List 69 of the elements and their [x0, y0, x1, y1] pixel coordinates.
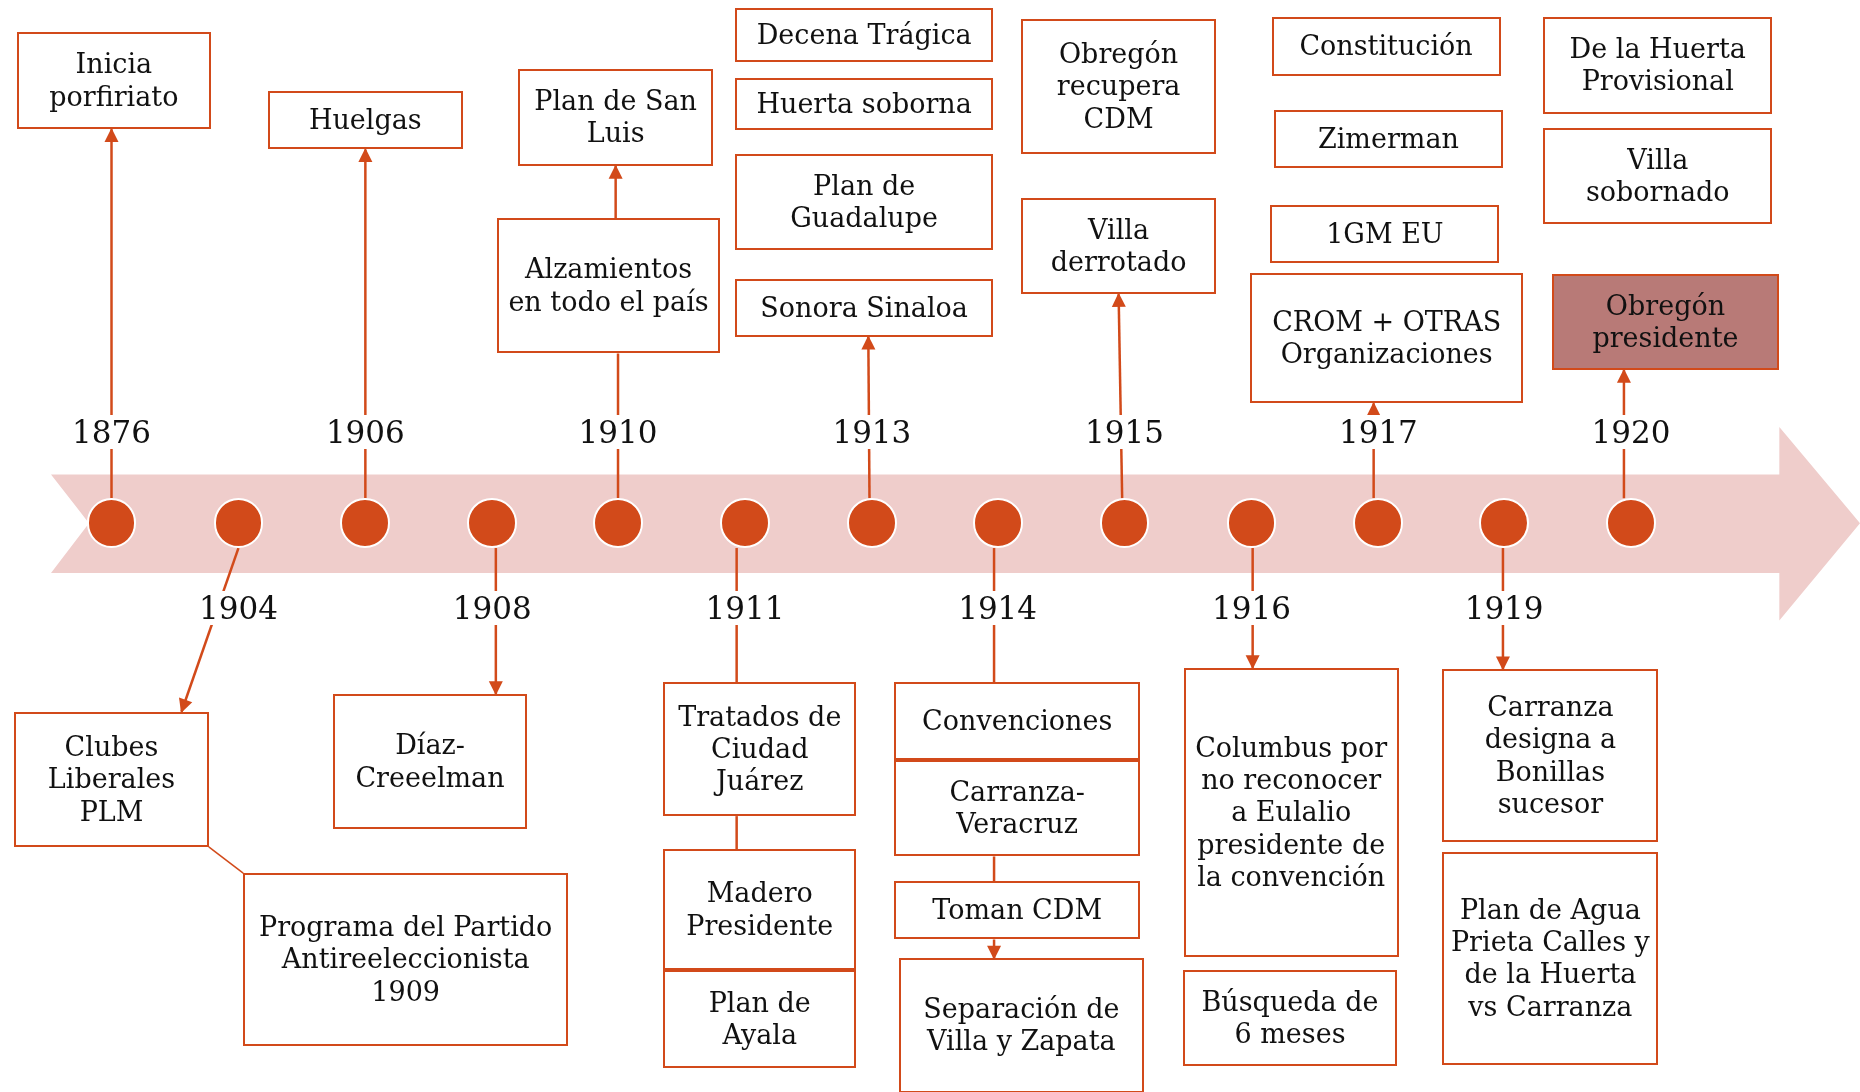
event-text: Villa sobornado — [1584, 143, 1731, 209]
event-text: CROM + OTRAS Organizaciones — [1271, 305, 1503, 371]
event-text: Convenciones — [922, 705, 1113, 738]
event-text: Separación de Villa y Zapata — [922, 993, 1121, 1058]
event-text: Madero Presidente — [685, 877, 835, 943]
event-box — [735, 8, 993, 62]
event-text: Zimerman — [1317, 123, 1459, 156]
event-box — [663, 970, 857, 1068]
event-text: Plan de Agua Prieta Calles y de la Huerta vs Carranza — [1450, 893, 1651, 1024]
event-text: Plan de Ayala — [707, 986, 812, 1052]
connector-line — [992, 856, 996, 882]
event-box — [1182, 970, 1398, 1067]
event-text: Decena Trágica — [756, 18, 972, 52]
arrow — [104, 127, 119, 499]
event-text: Obregón presidente — [1591, 289, 1740, 355]
event-text: Carranza designa a Bonillas sucesor — [1483, 690, 1617, 821]
event-box — [16, 32, 212, 130]
event-box — [1250, 272, 1524, 404]
event-text: Constitución — [1299, 30, 1473, 63]
event-text: Columbus por no reconocer a Eulalio presidente de la convención — [1194, 731, 1389, 894]
event-text: Búsqueda de 6 meses — [1200, 985, 1380, 1051]
event-box — [1274, 110, 1503, 169]
event-box — [14, 711, 209, 847]
event-box — [735, 278, 993, 337]
event-box — [663, 849, 857, 971]
event-text: Sonora Sinaloa — [760, 291, 968, 324]
arrow — [987, 939, 1002, 960]
arrow — [608, 164, 623, 219]
event-box — [894, 682, 1140, 761]
arrow — [358, 148, 373, 499]
event-text: Toman CDM — [932, 894, 1103, 927]
event-text: Huelgas — [308, 104, 422, 137]
event-box — [1543, 16, 1773, 114]
event-box — [1442, 851, 1659, 1066]
event-text: Inicia porfiriato — [48, 48, 180, 114]
connector-line — [735, 816, 738, 850]
event-box — [1271, 16, 1501, 76]
event-box — [1270, 205, 1500, 264]
event-text: Programa del Partido Antireeleccionista 1909 — [258, 911, 554, 1009]
event-box — [1442, 669, 1659, 843]
event-box — [735, 78, 993, 131]
event-text: Tratados de Ciudad Juárez — [677, 700, 843, 798]
event-box — [497, 218, 720, 354]
event-box — [1551, 274, 1780, 371]
event-text: De la Huerta Provisional — [1568, 32, 1747, 98]
event-box — [894, 881, 1140, 940]
event-box — [735, 154, 993, 251]
event-text: Carranza-Veracruz — [948, 776, 1086, 841]
event-box — [243, 873, 569, 1047]
event-text: Plan de San Luis — [533, 85, 698, 150]
event-box — [1021, 18, 1216, 155]
event-box — [333, 693, 527, 830]
event-text: Clubes Liberales PLM — [46, 730, 177, 828]
event-box — [1021, 198, 1216, 295]
event-box — [1543, 128, 1773, 225]
event-text: Villa derrotado — [1049, 213, 1188, 279]
event-box — [1183, 667, 1399, 958]
event-text: Díaz-Creeelman — [354, 729, 506, 794]
event-text: Alzamientos en todo el país — [507, 253, 710, 319]
event-text: Obregón recupera CDM — [1055, 38, 1182, 136]
event-text: Huerta soborna — [756, 88, 972, 121]
connector-line — [208, 846, 244, 874]
event-box — [268, 91, 463, 150]
event-box — [899, 958, 1144, 1092]
event-box — [663, 682, 857, 817]
event-box — [894, 760, 1140, 857]
event-text: 1GM EU — [1326, 218, 1444, 251]
event-text: Plan de Guadalupe — [789, 169, 939, 235]
event-box — [518, 68, 713, 167]
